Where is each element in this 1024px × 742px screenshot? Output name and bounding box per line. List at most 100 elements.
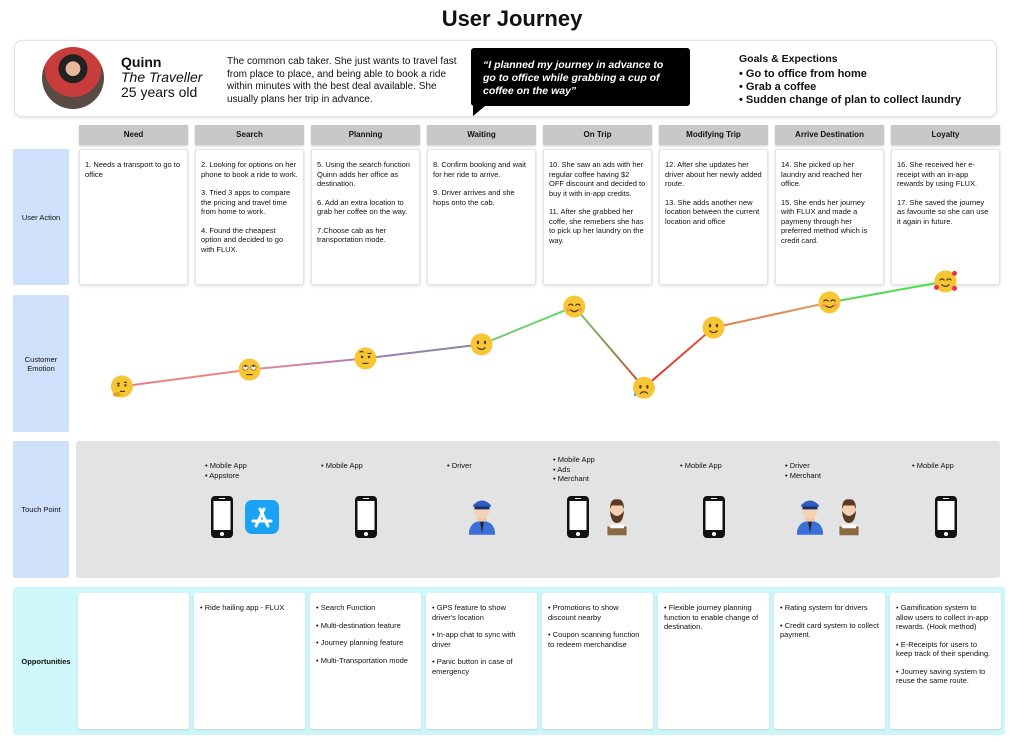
touch-point-item: • Mobile App — [553, 455, 595, 464]
row-label-opportunities: Opportunities — [21, 656, 71, 666]
opportunity-card — [78, 593, 189, 729]
opportunity-item: • Gamification system to allow users to … — [896, 603, 989, 631]
opportunity-item: • Credit card system to collect payment. — [780, 620, 879, 640]
touch-point-item: • Ads — [553, 464, 571, 474]
stage-header-arrive-destination: Arrive Destination — [775, 125, 884, 145]
avatar — [42, 47, 104, 109]
emotion-line-segment — [643, 326, 715, 389]
phone-icon — [702, 495, 726, 544]
opportunity-item: • Journey saving system to reuse the sam… — [896, 666, 986, 686]
touch-point-item: • Merchant — [785, 470, 821, 480]
opportunity-card: • Promotions to show discount nearby• Co… — [542, 593, 653, 729]
goal-item: • Grab a coffee — [739, 81, 817, 93]
opportunity-card: • GPS feature to show driver's location •… — [426, 593, 537, 729]
opportunity-card: • Flexible journey planning function to … — [658, 593, 769, 729]
emoji-slight-smile-icon — [470, 333, 493, 356]
user-action-item: 3. Tried 3 apps to compare the pricing a… — [201, 188, 291, 216]
touch-point-list: • Mobile App• Appstore — [205, 461, 247, 480]
stage-header-modifying-trip: Modifying Trip — [659, 125, 768, 145]
persona-role: The Traveller — [121, 69, 203, 85]
emoji-happy-icon — [563, 295, 586, 318]
opportunity-item: • GPS feature to show driver's location — [432, 603, 506, 622]
user-action-item: 7.Choose cab as her transportation mode. — [317, 225, 387, 245]
user-action-item: 2. Looking for options on her phone to b… — [201, 160, 298, 179]
user-action-card: 5. Using the search function Quinn adds … — [311, 149, 420, 285]
touch-point-item: • Mobile App — [205, 461, 247, 470]
stage-header-waiting: Waiting — [427, 125, 536, 145]
opportunity-card: • Gamification system to allow users to … — [890, 593, 1001, 729]
opportunity-card: • Ride hailing app - FLUX — [194, 593, 305, 729]
user-action-item: 4. Found the cheapest option and decided… — [201, 225, 284, 254]
user-action-item: 11. After she grabbed her coffe, she rem… — [549, 207, 644, 245]
merchant-icon — [835, 495, 863, 542]
touch-point-list: • Mobile App• Ads• Merchant — [553, 455, 595, 484]
opportunity-item: • Ride hailing app - FLUX — [200, 603, 285, 612]
emotion-line-segment — [365, 343, 482, 360]
emotion-line-segment — [481, 305, 575, 346]
emotion-line-segment — [121, 368, 250, 388]
persona-description: The common cab taker. She just wants to … — [227, 56, 457, 105]
user-action-card: 1. Needs a transport to go to office — [79, 149, 188, 285]
emotion-line-segment — [573, 305, 645, 389]
row-label-user-action: User Action — [13, 149, 69, 285]
emoji-eye-roll-icon — [238, 358, 261, 381]
stage-header-planning: Planning — [311, 125, 420, 145]
user-action-card: 2. Looking for options on her phone to b… — [195, 149, 304, 285]
opportunity-item: • In-app chat to sync with driver — [432, 630, 516, 649]
user-action-item: 6. Add an extra location to grab her cof… — [317, 197, 408, 217]
user-action-item: 8. Confirm booking and wait for her ride… — [433, 160, 526, 179]
goal-item: • Go to office from home — [739, 68, 867, 80]
user-action-item: 14. She picked up her laundry and reache… — [781, 160, 863, 188]
goal-item: • Sudden change of plan to collect laund… — [739, 94, 962, 106]
opportunity-item: • Promotions to show discount nearby — [548, 603, 619, 622]
touch-point-list: • Mobile App — [912, 461, 954, 471]
emotion-line-segment — [713, 301, 830, 329]
opportunity-item: • Flexible journey planning function to … — [664, 603, 759, 631]
page-title: User Journey — [441, 6, 583, 31]
appstore-icon — [244, 500, 279, 539]
touch-point-item: • Appstore — [205, 470, 240, 480]
phone-icon — [210, 495, 234, 544]
persona-age: 25 years old — [121, 84, 198, 100]
opportunity-item: • Multi-destination feature — [316, 620, 401, 630]
user-action-item: 9. Driver arrives and she hops onto the … — [433, 188, 515, 207]
stage-header-search: Search — [195, 125, 304, 145]
touch-point-item: • Merchant — [553, 474, 589, 483]
emotion-line-segment — [249, 357, 366, 371]
opportunity-card: • Search Function • Multi-destination fea… — [310, 593, 421, 729]
emoji-slight-smile-icon — [702, 316, 725, 339]
user-action-item: 17. She saved the journey as favourite s… — [897, 197, 989, 226]
phone-icon — [354, 495, 378, 544]
touch-point-list: • Driver• Merchant — [785, 461, 821, 480]
user-action-item: 10. She saw an ads with her regular coff… — [549, 160, 646, 198]
persona-name: Quinn — [121, 54, 162, 70]
row-label-touch-point: Touch Point — [13, 441, 69, 578]
touch-point-item: • Driver — [447, 461, 472, 470]
driver-icon — [467, 495, 497, 540]
touch-point-item: • Driver — [785, 461, 810, 470]
touch-point-list: • Driver — [447, 461, 472, 471]
opportunity-item: • Rating system for drivers — [780, 603, 868, 612]
touch-point-item: • Mobile App — [912, 461, 954, 470]
merchant-icon — [603, 495, 631, 542]
user-action-item: 15. She ends her journey with FLUX and m… — [781, 197, 868, 245]
user-action-card: 14. She picked up her laundry and reache… — [775, 149, 884, 285]
user-action-item: 5. Using the search function Quinn adds … — [317, 160, 410, 188]
touch-point-item: • Mobile App — [680, 461, 722, 470]
row-label-emotion: Customer Emotion — [13, 295, 69, 432]
touch-point-list: • Mobile App — [680, 461, 722, 471]
stage-header-need: Need — [79, 125, 188, 145]
phone-icon — [934, 495, 958, 544]
user-action-item: 1. Needs a transport to go to office — [85, 160, 181, 179]
user-action-item: 12. After she updates her driver about h… — [665, 160, 762, 188]
stage-header-loyalty: Loyalty — [891, 125, 1000, 145]
user-action-card: 16. She received her e-receipt with an i… — [891, 149, 1000, 285]
opportunity-item: • Search Function — [316, 603, 376, 612]
opportunity-item: • Journey planning feature — [316, 638, 404, 647]
user-action-item: 13. She adds another new location betwee… — [665, 197, 760, 226]
touch-point-item: • Mobile App — [321, 461, 363, 470]
stage-header-on-trip: On Trip — [543, 125, 652, 145]
goals: Goals & Expections • Go to office from h… — [739, 53, 961, 107]
touch-point-list: • Mobile App — [321, 461, 363, 471]
user-action-card: 12. After she updates her driver about h… — [659, 149, 768, 285]
